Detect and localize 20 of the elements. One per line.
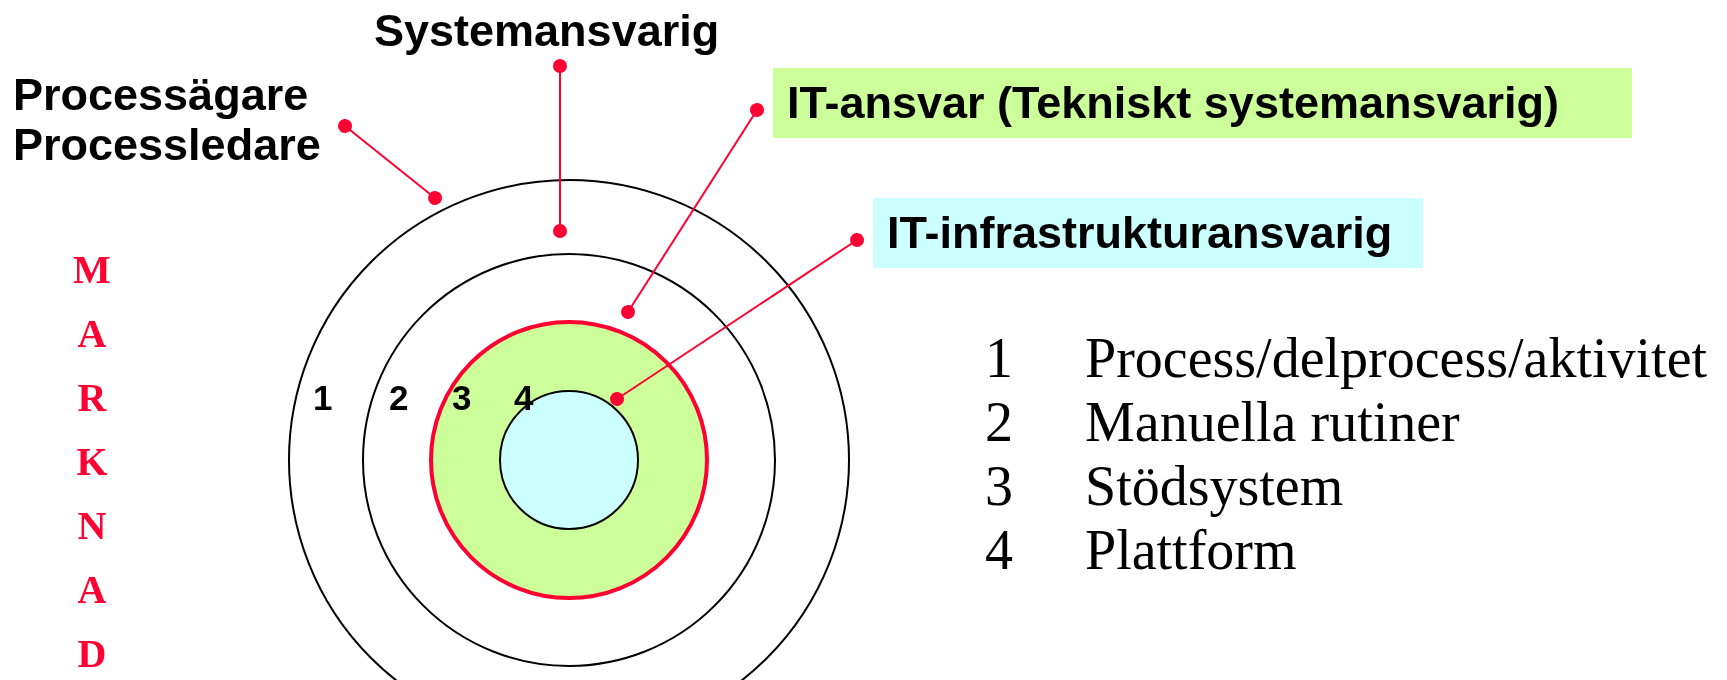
key-number: 2	[985, 394, 1013, 450]
role-tag: IT-ansvar (Tekniskt systemansvarig)	[773, 68, 1632, 138]
key-number: 3	[985, 458, 1013, 514]
key-text: Plattform	[1085, 522, 1297, 578]
leader-line	[621, 103, 764, 319]
role-label: Processledare	[13, 119, 321, 169]
key-number: 1	[985, 330, 1013, 386]
leader-line	[610, 233, 864, 406]
role-tag: IT-infrastrukturansvarig	[873, 198, 1423, 268]
leader-line	[338, 119, 442, 205]
ring-number: 2	[389, 380, 409, 415]
role-label: Processägare	[13, 70, 309, 120]
ring-number: 3	[452, 380, 472, 415]
key-text: Manuella rutiner	[1085, 394, 1460, 450]
ring-number: 4	[514, 380, 534, 415]
ring-number: 1	[313, 380, 333, 415]
role-label: Systemansvarig	[374, 6, 720, 56]
leader-line	[553, 59, 567, 238]
key-number: 4	[985, 522, 1013, 578]
vertical-caption: MARKNAD	[72, 246, 112, 678]
